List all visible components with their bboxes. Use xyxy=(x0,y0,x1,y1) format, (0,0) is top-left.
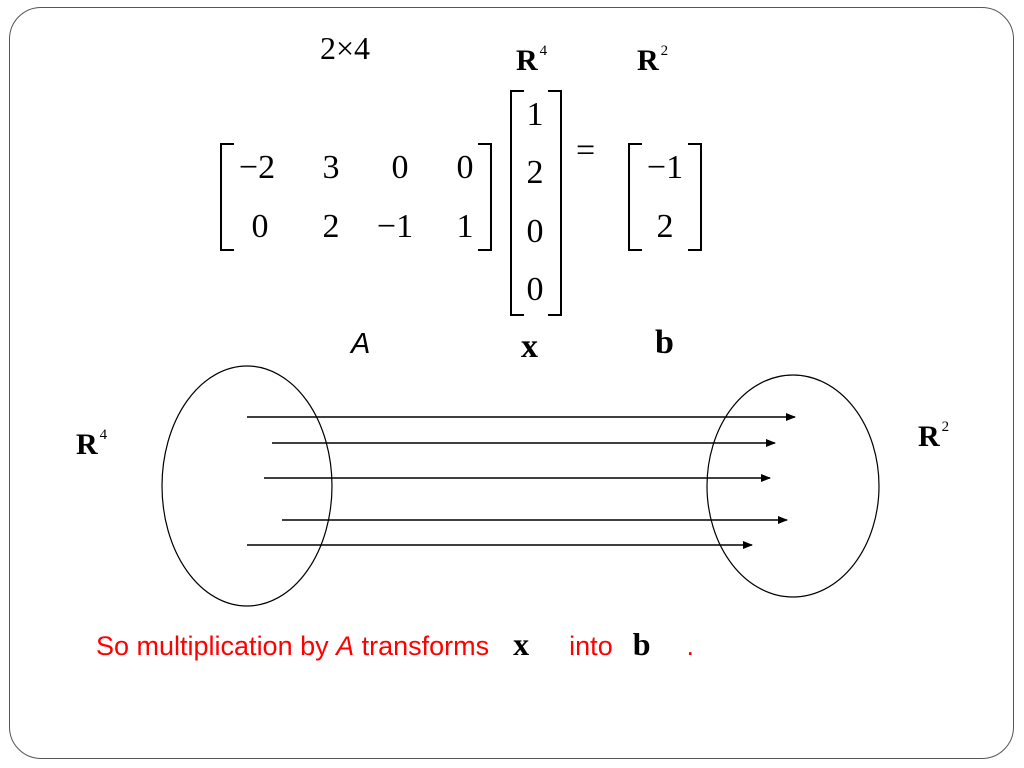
vector-x-entry: 2 xyxy=(526,154,544,191)
caption-text-1: So multiplication by xyxy=(96,631,337,661)
matrix-a-cell: 0 xyxy=(391,149,409,186)
matrix-a-cell: −1 xyxy=(376,208,414,245)
label-a: A xyxy=(351,328,371,360)
caption-vector-x: x xyxy=(513,626,530,662)
matrix-a-cell: 1 xyxy=(456,208,474,245)
matrix-a-cell: 0 xyxy=(456,149,474,186)
codomain-symbol: R xyxy=(918,420,940,453)
vector-b-right-bracket xyxy=(688,143,702,251)
codomain-ellipse xyxy=(706,374,880,598)
vector-b-left-bracket xyxy=(628,143,642,251)
caption-text-2: transforms xyxy=(354,631,490,661)
codomain-symbol: R xyxy=(637,44,659,77)
matrix-a-cell: 0 xyxy=(251,208,269,245)
caption-text-3: into xyxy=(569,631,613,661)
equals-sign: = xyxy=(576,132,596,169)
matrix-a-left-bracket xyxy=(220,143,234,251)
matrix-a-cell: 2 xyxy=(322,208,340,245)
codomain-exponent: 2 xyxy=(941,419,950,435)
codomain-exponent: 2 xyxy=(660,43,669,59)
domain-exponent: 4 xyxy=(539,43,548,59)
vector-x-entry: 1 xyxy=(526,96,544,133)
label-x: x xyxy=(521,328,538,365)
caption-matrix-a: A xyxy=(336,631,355,661)
dimension-label: 2×4 xyxy=(320,30,371,66)
matrix-a-cell: −2 xyxy=(238,149,276,186)
domain-ellipse xyxy=(161,365,333,607)
domain-symbol: R xyxy=(516,44,538,77)
vector-x-left-bracket xyxy=(510,90,524,316)
matrix-a-cell: 3 xyxy=(322,149,340,186)
vector-x-right-bracket xyxy=(548,90,562,316)
domain-symbol: R xyxy=(76,428,98,461)
vector-x-entry: 0 xyxy=(526,213,544,250)
vector-b-entry: 2 xyxy=(656,208,674,245)
caption-vector-b: b xyxy=(632,626,651,662)
caption-period: . xyxy=(686,631,695,661)
domain-exponent: 4 xyxy=(99,427,108,443)
vector-b-entry: −1 xyxy=(646,149,684,186)
matrix-a-right-bracket xyxy=(478,143,492,251)
label-b: b xyxy=(655,324,674,361)
vector-x-entry: 0 xyxy=(526,271,544,308)
